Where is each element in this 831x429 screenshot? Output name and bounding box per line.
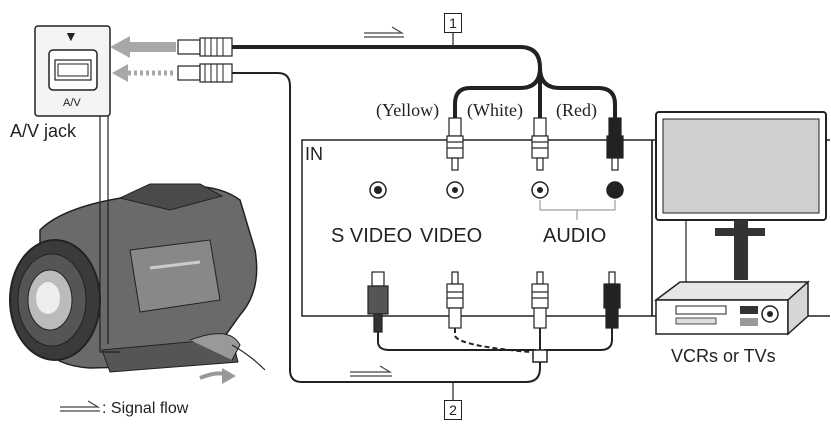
audio-red-jack <box>606 181 624 199</box>
plug-red-bottom <box>603 271 621 329</box>
s-video-label: S VIDEO <box>331 225 413 247</box>
cable-1 <box>232 45 617 118</box>
vcr-icon <box>653 280 810 336</box>
red-label: (Red) <box>556 100 597 120</box>
cable-2 <box>232 72 613 383</box>
signal-flow-arrow-top <box>364 26 405 38</box>
plug-s-video <box>367 271 389 333</box>
signal-flow-legend-arrow <box>60 400 101 412</box>
camcorder-icon <box>9 183 258 373</box>
audio-label: AUDIO <box>543 225 607 247</box>
audio-white-jack <box>531 181 549 199</box>
plug-white-bottom <box>531 271 549 329</box>
callout-1: 1 <box>444 13 462 33</box>
cable-2-junction <box>532 349 548 363</box>
white-label: (White) <box>467 100 523 120</box>
av-jack-box <box>34 25 111 117</box>
cable-2-plug <box>177 63 233 83</box>
cable-1-plug <box>177 37 233 57</box>
signal-flow-arrow-bottom <box>350 365 393 377</box>
plug-red <box>606 117 624 171</box>
tv-icon <box>655 111 827 280</box>
plug-white <box>531 117 549 171</box>
video-label: VIDEO <box>420 225 483 247</box>
video-jack <box>446 181 464 199</box>
av-small-label: A/V <box>63 97 81 109</box>
signal-flow-label: : Signal flow <box>102 400 189 417</box>
plug-video-bottom <box>446 271 464 329</box>
connect-arrow-dotted <box>112 64 176 82</box>
vcrs-tvs-label: VCRs or TVs <box>671 346 776 366</box>
av-jack-label: A/V jack <box>10 121 77 141</box>
jack-marker-icon: ▼ <box>64 28 78 44</box>
plug-yellow <box>446 117 464 171</box>
connect-arrow-solid <box>110 36 176 58</box>
in-panel-label: IN <box>305 144 323 164</box>
yellow-label: (Yellow) <box>376 100 440 120</box>
s-video-jack <box>369 181 387 199</box>
audio-bracket <box>539 200 616 220</box>
callout-2: 2 <box>444 400 462 420</box>
